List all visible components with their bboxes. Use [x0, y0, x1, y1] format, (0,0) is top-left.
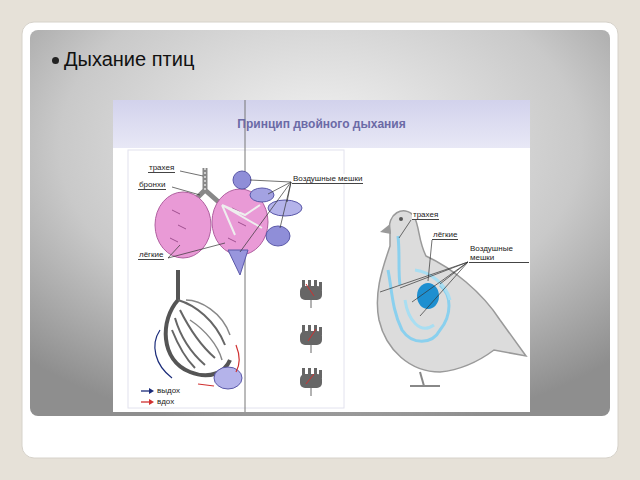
lungs-illustration: [155, 168, 302, 275]
pigeon-illustration: [377, 211, 526, 386]
legend-arrow: [140, 399, 154, 405]
part-label: трахея: [148, 163, 175, 173]
title-band: Принцип двойного дыхания: [113, 100, 530, 148]
legend-arrow: [140, 388, 154, 394]
part-label: лёгкие: [138, 250, 164, 260]
part-label: бронхи: [138, 180, 166, 190]
bronchi-scheme: [155, 270, 242, 389]
legend-text: вдох: [157, 397, 174, 407]
slide-title: Дыхание птиц: [64, 48, 194, 71]
part-label: лёгкие: [432, 230, 458, 240]
part-label: Воздушные мешки: [469, 244, 529, 263]
legend-row: вдох: [140, 397, 174, 407]
cycle-icons: [300, 280, 322, 396]
band-title: Принцип двойного дыхания: [237, 117, 405, 131]
part-label: трахея: [412, 210, 439, 220]
legend-row: выдох: [140, 386, 180, 396]
part-label: Воздушные мешки: [292, 174, 363, 184]
legend-text: выдох: [157, 386, 180, 396]
bullet-dot: [52, 57, 59, 64]
